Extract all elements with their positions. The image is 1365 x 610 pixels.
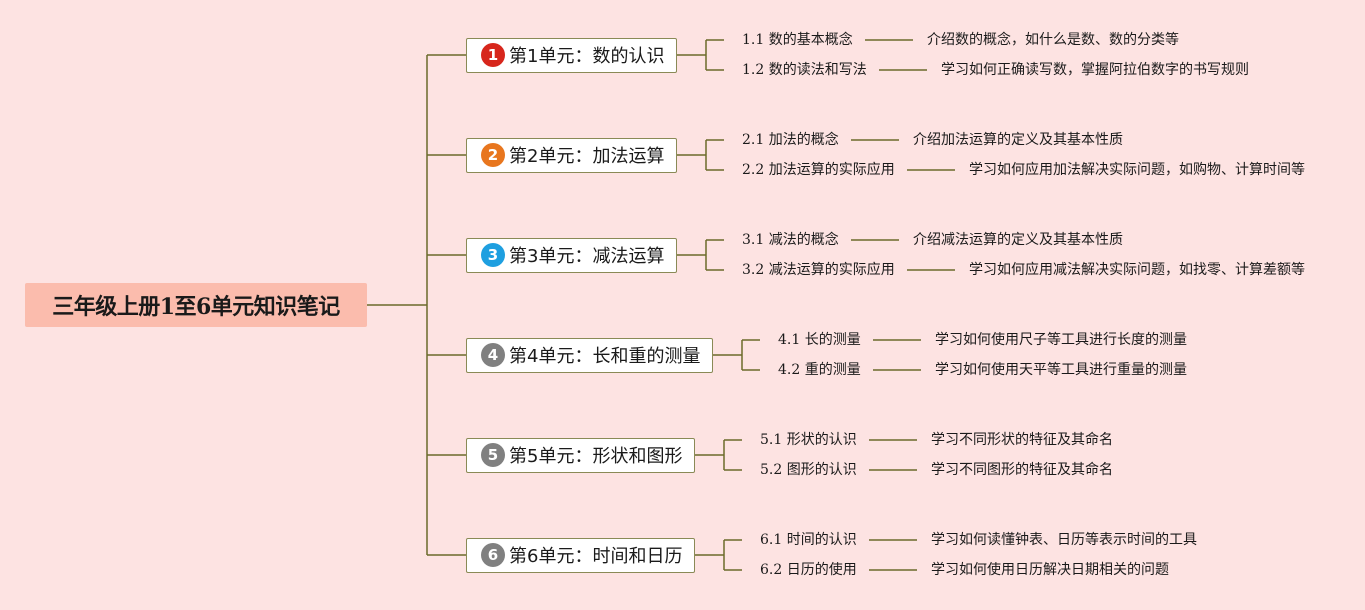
subtopic-label[interactable]: 6.1 时间的认识	[760, 532, 857, 548]
unit-title: 第4单元：长和重的测量	[509, 346, 701, 367]
unit-title: 第3单元：减法运算	[509, 246, 665, 267]
subtopic-label[interactable]: 1.1 数的基本概念	[742, 32, 853, 48]
number-badge-icon: 5	[481, 443, 505, 467]
root-topic[interactable]: 三年级上册1至6单元知识笔记	[25, 283, 367, 327]
subtopic-description[interactable]: 学习不同形状的特征及其命名	[931, 432, 1113, 448]
subtopic-label[interactable]: 3.2 减法运算的实际应用	[742, 262, 895, 278]
subtopic-label[interactable]: 3.1 减法的概念	[742, 232, 839, 248]
subtopic-description[interactable]: 学习如何应用减法解决实际问题，如找零、计算差额等	[969, 262, 1305, 278]
number-badge-icon: 1	[481, 43, 505, 67]
subtopic-label[interactable]: 1.2 数的读法和写法	[742, 62, 867, 78]
number-badge-icon: 6	[481, 543, 505, 567]
subtopic-label[interactable]: 5.1 形状的认识	[760, 432, 857, 448]
subtopic-label[interactable]: 6.2 日历的使用	[760, 562, 857, 578]
unit-title: 第2单元：加法运算	[509, 146, 665, 167]
unit-title: 第1单元：数的认识	[509, 46, 665, 67]
number-badge-icon: 2	[481, 143, 505, 167]
unit-title: 第5单元：形状和图形	[509, 446, 683, 467]
subtopic-description[interactable]: 学习如何正确读写数，掌握阿拉伯数字的书写规则	[941, 62, 1249, 78]
subtopic-description[interactable]: 学习如何应用加法解决实际问题，如购物、计算时间等	[969, 162, 1305, 178]
subtopic-label[interactable]: 4.1 长的测量	[778, 332, 861, 348]
subtopic-description[interactable]: 介绍加法运算的定义及其基本性质	[913, 132, 1123, 148]
subtopic-description[interactable]: 学习如何使用天平等工具进行重量的测量	[935, 362, 1187, 378]
subtopic-description[interactable]: 学习如何读懂钟表、日历等表示时间的工具	[931, 532, 1197, 548]
subtopic-label[interactable]: 2.1 加法的概念	[742, 132, 839, 148]
subtopic-description[interactable]: 介绍数的概念，如什么是数、数的分类等	[927, 32, 1179, 48]
subtopic-description[interactable]: 学习如何使用尺子等工具进行长度的测量	[935, 332, 1187, 348]
subtopic-label[interactable]: 4.2 重的测量	[778, 362, 861, 378]
number-badge-icon: 4	[481, 343, 505, 367]
number-badge-icon: 3	[481, 243, 505, 267]
subtopic-label[interactable]: 2.2 加法运算的实际应用	[742, 162, 895, 178]
subtopic-description[interactable]: 学习如何使用日历解决日期相关的问题	[931, 562, 1169, 578]
subtopic-description[interactable]: 学习不同图形的特征及其命名	[931, 462, 1113, 478]
unit-title: 第6单元：时间和日历	[509, 546, 683, 567]
subtopic-label[interactable]: 5.2 图形的认识	[760, 462, 857, 478]
subtopic-description[interactable]: 介绍减法运算的定义及其基本性质	[913, 232, 1123, 248]
